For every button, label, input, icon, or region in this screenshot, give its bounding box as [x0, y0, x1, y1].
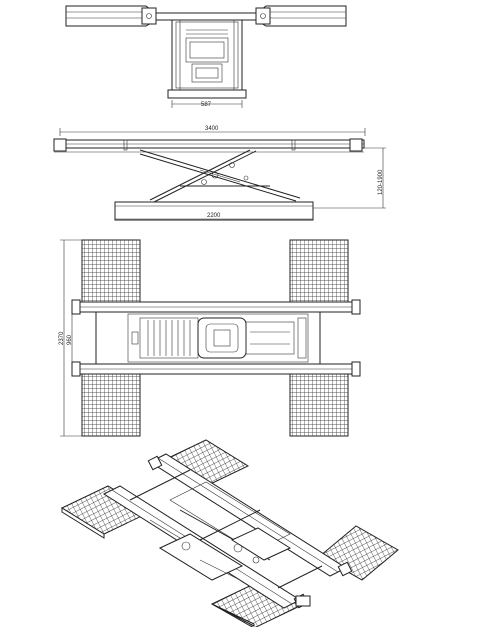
side-view: 3400 2200 120-1900	[53, 126, 386, 221]
base-length-label: 2200	[207, 213, 221, 219]
overall-length-label: 3400	[205, 126, 219, 132]
top-view: 2370 960	[59, 239, 361, 437]
front-width-label: 587	[201, 102, 212, 108]
inner-width-label: 960	[67, 334, 73, 345]
isometric-view	[60, 439, 399, 627]
front-view: 587	[65, 5, 347, 108]
height-range-label: 120-1900	[378, 169, 384, 195]
overall-width-label: 2370	[59, 331, 65, 345]
